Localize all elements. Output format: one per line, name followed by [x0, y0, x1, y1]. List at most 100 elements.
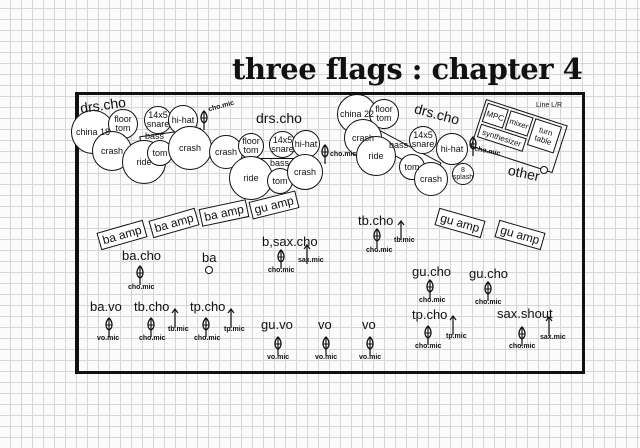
kit1-bass: bass [145, 131, 165, 141]
ba-cho-mic: cho.mic [128, 284, 155, 291]
tp-cho-2-mic2: tp.mic [446, 333, 467, 340]
ba-label: ba [202, 250, 217, 265]
bsax-sax-mic: sax.mic [298, 257, 324, 264]
kit2-crash-shape: crash [209, 135, 243, 169]
tp-cho-label: tp.cho [190, 299, 226, 314]
line-lr-label: Line L/R [536, 102, 563, 109]
tb-cho-top-mic: cho.mic [366, 247, 393, 254]
ba-vo-mic: vo.mic [97, 335, 120, 342]
kit2-crash: crash [214, 146, 237, 157]
mic-icon [517, 326, 527, 346]
tb-cho-mic2: tb.mic [168, 326, 189, 333]
kit2-hihat: hi-hat [294, 138, 318, 149]
tb-cho-top-label: tb.cho [358, 213, 394, 228]
tp-cho-2-label: tp.cho [412, 307, 448, 322]
mic-icon [372, 228, 382, 248]
bsax-cho-label: b,sax.cho [262, 234, 318, 249]
kit1-crash-2: crash [178, 142, 201, 153]
kit3-china: china 22 [339, 108, 375, 119]
mic-icon [365, 336, 375, 356]
mic-icon [320, 144, 330, 164]
tb-cho-mic: cho.mic [139, 335, 166, 342]
kit1-snare: 14x5 snare [146, 110, 170, 129]
ba-vo-label: ba.vo [90, 299, 122, 314]
kit1-ride: ride [136, 156, 152, 167]
kit3-floor-tom-shape: floor tom [369, 99, 399, 129]
vo-1-label: vo [318, 317, 332, 332]
mic-icon [199, 110, 209, 130]
arrow-mic-icon [171, 308, 179, 328]
tp-cho-2-mic: cho.mic [415, 343, 442, 350]
kit2-snare: 14x5 snare [271, 134, 294, 154]
kit1-crash: crash [100, 145, 123, 156]
sax-shout-label: sax.shout [497, 306, 553, 321]
kit2-ride: ride [243, 172, 259, 183]
kit2-crash-2: crash [293, 166, 316, 177]
mic-icon [201, 317, 211, 337]
kit3-crash-2-shape: crash [414, 162, 448, 196]
kit3-bass: bass [389, 140, 409, 150]
stage-outline [75, 92, 585, 374]
kit3-hihat: hi-hat [440, 143, 464, 154]
kit3-floor-tom: floor tom [375, 104, 393, 123]
tp-cho-mic2: tp.mic [224, 326, 245, 333]
mic-icon [468, 136, 478, 156]
mic-icon [276, 249, 286, 269]
kit3-splash: 8 splash [452, 167, 474, 181]
gu-cho-1-label: gu.cho [412, 264, 452, 279]
arrow-mic-icon [303, 244, 311, 264]
mic-icon [483, 281, 493, 301]
mic-icon [104, 317, 114, 337]
kit1-tom: tom [152, 147, 168, 158]
kit2-crash-2-shape: crash [287, 154, 323, 190]
kit2-floor-tom-shape: floor tom [238, 133, 264, 159]
kit2-label: drs.cho [256, 110, 302, 126]
mic-icon [321, 336, 331, 356]
kit2-hihat-shape: hi-hat [292, 130, 320, 158]
kit3-hihat-shape: hi-hat [436, 133, 468, 165]
turntable: turn table [526, 118, 563, 154]
kit2-mic-label: cho.mic [330, 151, 357, 158]
arrow-mic-icon [227, 308, 235, 328]
ba-cho-label: ba.cho [122, 248, 162, 263]
vo-2-label: vo [362, 317, 376, 332]
gu-cho-2-mic: cho.mic [475, 299, 502, 306]
bsax-cho-mic: cho.mic [268, 267, 295, 274]
kit3-crash-2: crash [419, 173, 442, 184]
arrow-mic-icon [397, 220, 405, 240]
tb-cho-top-mic2: tb.mic [394, 237, 415, 244]
ba-position-circle [205, 266, 213, 274]
mic-icon [423, 325, 433, 345]
vo-2-mic: vo.mic [359, 354, 382, 361]
kit1-hihat: hi-hat [171, 114, 195, 125]
kit1-china: china 18 [75, 126, 111, 137]
other-circle [540, 166, 548, 174]
kit3-tom: tom [404, 161, 420, 172]
gu-vo-mic: vo.mic [267, 354, 290, 361]
kit2-floor-tom: floor tom [242, 136, 260, 155]
sax-shout-mic: cho.mic [509, 343, 536, 350]
kit2-bass: bass [270, 158, 290, 168]
kit1-snare-shape: 14x5 snare [144, 106, 172, 134]
mic-icon [135, 265, 145, 285]
kit1-crash-2-shape: crash [168, 126, 212, 170]
tp-cho-mic: cho.mic [194, 335, 221, 342]
arrow-mic-icon [449, 315, 457, 335]
kit3-snare: 14x5 snare [411, 130, 435, 149]
kit3-splash-shape: 8 splash [452, 163, 474, 185]
vo-1-mic: vo.mic [315, 354, 338, 361]
gu-cho-2-label: gu.cho [469, 266, 509, 281]
kit2-tom: tom [272, 175, 288, 186]
kit1-floor-tom: floor tom [114, 114, 132, 133]
tb-cho-label: tb.cho [134, 299, 170, 314]
mic-icon [273, 336, 283, 356]
sax-shout-mic2: sax.mic [540, 334, 566, 341]
mic-icon [146, 317, 156, 337]
kit2-snare-shape: 14x5 snare [269, 131, 296, 158]
gu-vo-label: gu.vo [261, 317, 293, 332]
mic-icon [425, 279, 435, 299]
arrow-mic-icon [545, 316, 553, 336]
kit3-ride-shape: ride [356, 136, 396, 176]
kit3-snare-shape: 14x5 snare [409, 126, 437, 154]
